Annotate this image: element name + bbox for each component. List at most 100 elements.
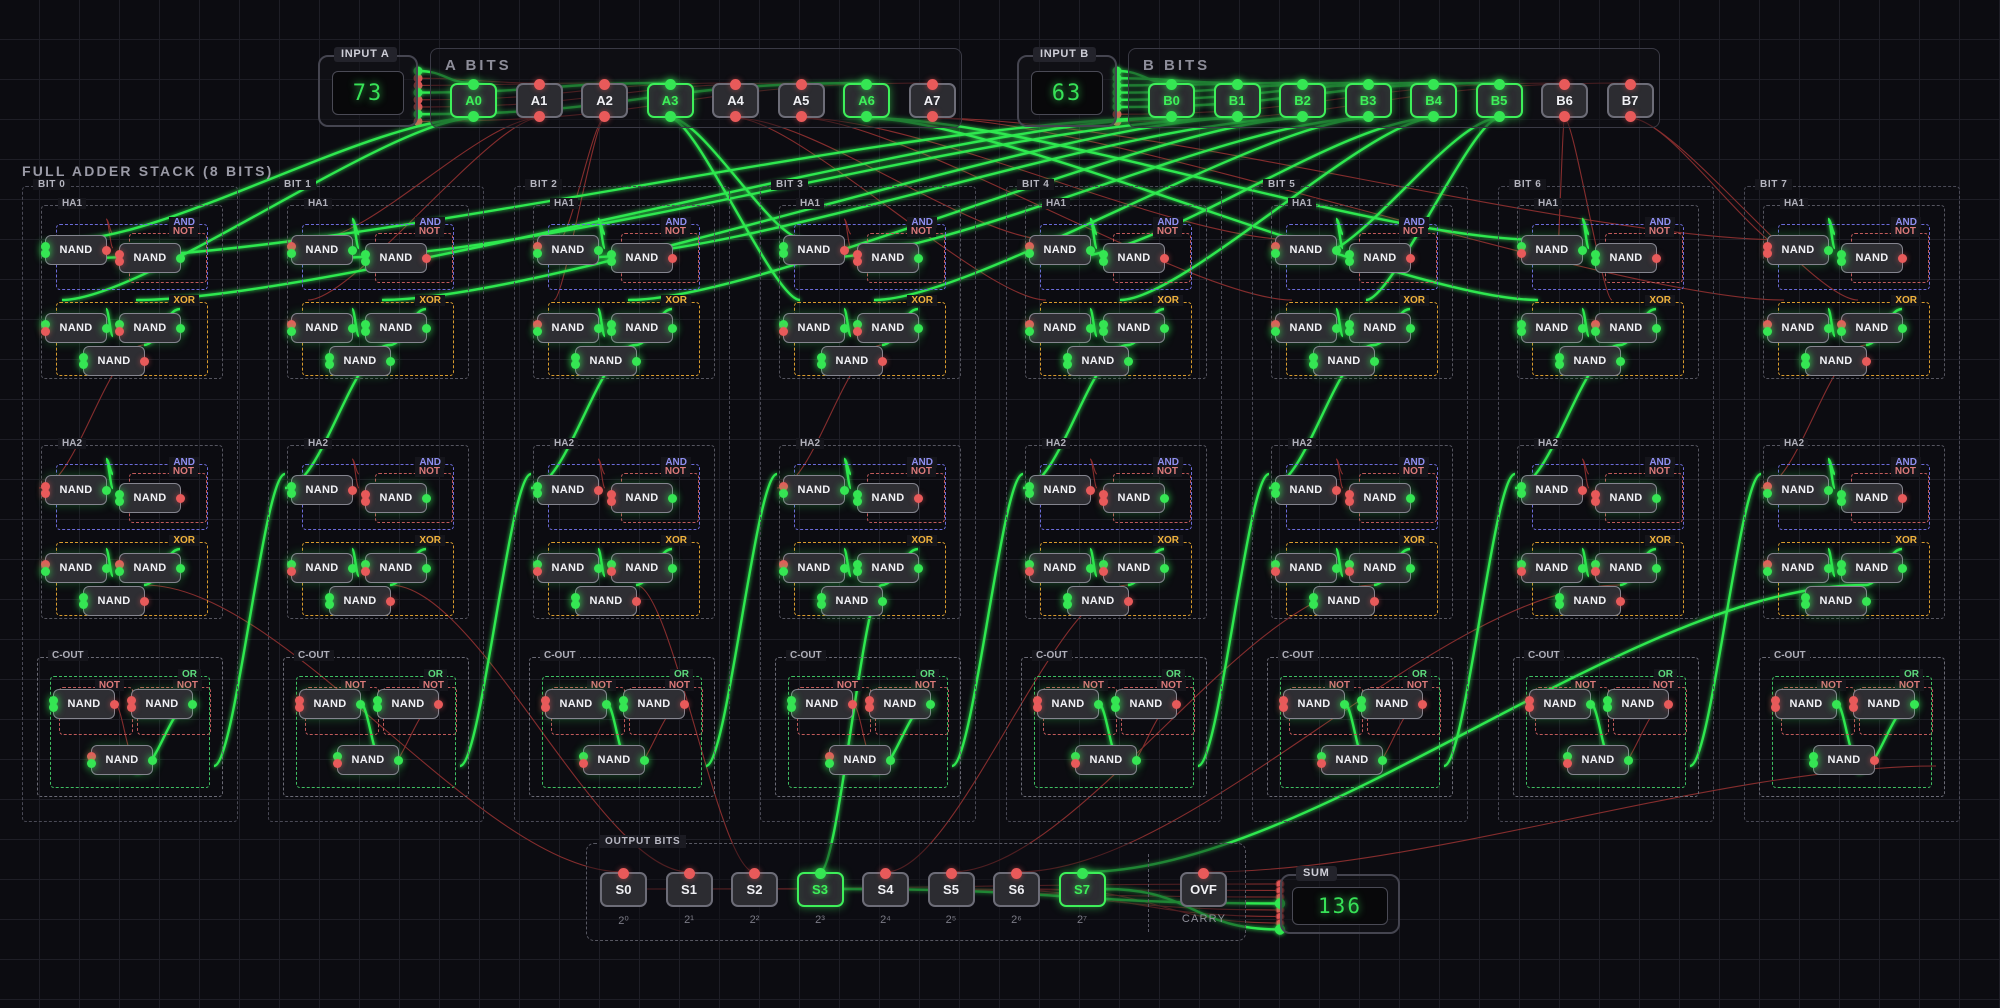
a-bit-toggle-a1[interactable]: A1 [515, 79, 563, 122]
nand-gate-cout-not-b[interactable]: NAND [1111, 689, 1181, 719]
nand-gate-and-not[interactable]: NAND [1099, 243, 1169, 273]
nand-gate-cout-or[interactable]: NAND [579, 745, 649, 775]
nand-gate-and-in[interactable]: NAND [533, 235, 603, 265]
nand-gate-xor-b[interactable]: NAND [853, 553, 923, 583]
nand-gate-xor-a[interactable]: NAND [533, 313, 603, 343]
nand-gate-xor-out[interactable]: NAND [79, 586, 149, 616]
nand-gate-xor-b[interactable]: NAND [1345, 553, 1415, 583]
nand-gate-xor-a[interactable]: NAND [1025, 553, 1095, 583]
nand-gate-xor-b[interactable]: NAND [1099, 553, 1169, 583]
nand-gate-and-in[interactable]: NAND [1763, 475, 1833, 505]
nand-gate-and-in[interactable]: NAND [41, 235, 111, 265]
nand-gate-and-not[interactable]: NAND [115, 483, 185, 513]
nand-gate-xor-b[interactable]: NAND [361, 553, 431, 583]
input-b-panel[interactable]: INPUT B 63 [1017, 47, 1117, 127]
nand-gate-xor-out[interactable]: NAND [571, 586, 641, 616]
nand-gate-and-not[interactable]: NAND [1345, 243, 1415, 273]
nand-gate-xor-out[interactable]: NAND [1801, 346, 1871, 376]
nand-gate-xor-out[interactable]: NAND [1555, 586, 1625, 616]
nand-gate-xor-a[interactable]: NAND [1763, 313, 1833, 343]
b-bit-toggle-b6[interactable]: B6 [1541, 79, 1588, 122]
nand-gate-cout-not-b[interactable]: NAND [373, 689, 443, 719]
nand-gate-xor-b[interactable]: NAND [115, 313, 185, 343]
nand-gate-xor-a[interactable]: NAND [779, 553, 849, 583]
nand-gate-cout-or[interactable]: NAND [825, 745, 895, 775]
nand-gate-cout-not-a[interactable]: NAND [1279, 689, 1349, 719]
nand-gate-and-in[interactable]: NAND [287, 235, 357, 265]
a-bit-toggle-a0[interactable]: A0 [450, 79, 497, 122]
nand-gate-cout-or[interactable]: NAND [1809, 745, 1879, 775]
nand-gate-and-in[interactable]: NAND [1025, 475, 1095, 505]
nand-gate-and-in[interactable]: NAND [533, 475, 603, 505]
nand-gate-and-not[interactable]: NAND [1099, 483, 1169, 513]
nand-gate-xor-b[interactable]: NAND [1837, 313, 1907, 343]
nand-gate-and-not[interactable]: NAND [1591, 243, 1661, 273]
nand-gate-and-not[interactable]: NAND [361, 483, 431, 513]
nand-gate-and-in[interactable]: NAND [1025, 235, 1095, 265]
b-bit-toggle-b5[interactable]: B5 [1475, 79, 1523, 122]
nand-gate-xor-a[interactable]: NAND [1517, 553, 1587, 583]
nand-gate-xor-b[interactable]: NAND [1837, 553, 1907, 583]
nand-gate-cout-not-a[interactable]: NAND [1033, 689, 1103, 719]
nand-gate-xor-b[interactable]: NAND [607, 313, 677, 343]
nand-gate-xor-a[interactable]: NAND [1271, 313, 1341, 343]
b-bit-toggle-b4[interactable]: B4 [1410, 79, 1457, 122]
nand-gate-xor-a[interactable]: NAND [1271, 553, 1341, 583]
a-bit-toggle-a5[interactable]: A5 [777, 79, 825, 122]
nand-gate-and-not[interactable]: NAND [361, 243, 431, 273]
input-b-display[interactable]: 63 [1031, 71, 1103, 115]
nand-gate-cout-not-a[interactable]: NAND [787, 689, 857, 719]
nand-gate-xor-a[interactable]: NAND [1763, 553, 1833, 583]
nand-gate-and-in[interactable]: NAND [1271, 235, 1341, 265]
nand-gate-xor-a[interactable]: NAND [287, 553, 357, 583]
overflow-bit[interactable]: OVF [1180, 868, 1227, 907]
nand-gate-xor-out[interactable]: NAND [571, 346, 641, 376]
nand-gate-cout-not-a[interactable]: NAND [1771, 689, 1841, 719]
a-bit-toggle-a4[interactable]: A4 [712, 79, 759, 122]
nand-gate-cout-not-a[interactable]: NAND [295, 689, 365, 719]
nand-gate-xor-out[interactable]: NAND [325, 346, 395, 376]
nand-gate-xor-out[interactable]: NAND [1063, 586, 1133, 616]
nand-gate-cout-not-b[interactable]: NAND [1849, 689, 1919, 719]
nand-gate-cout-or[interactable]: NAND [333, 745, 403, 775]
nand-gate-and-in[interactable]: NAND [1517, 475, 1587, 505]
input-a-panel[interactable]: INPUT A 73 [318, 47, 418, 127]
nand-gate-and-in[interactable]: NAND [779, 235, 849, 265]
nand-gate-cout-or[interactable]: NAND [87, 745, 157, 775]
nand-gate-xor-b[interactable]: NAND [853, 313, 923, 343]
nand-gate-and-in[interactable]: NAND [287, 475, 357, 505]
nand-gate-xor-a[interactable]: NAND [41, 313, 111, 343]
b-bit-toggle-b0[interactable]: B0 [1148, 79, 1195, 122]
a-bit-toggle-a2[interactable]: A2 [581, 79, 628, 122]
nand-gate-xor-b[interactable]: NAND [1591, 313, 1661, 343]
nand-gate-xor-b[interactable]: NAND [115, 553, 185, 583]
b-bit-toggle-b7[interactable]: B7 [1606, 79, 1654, 122]
nand-gate-xor-a[interactable]: NAND [287, 313, 357, 343]
nand-gate-xor-out[interactable]: NAND [817, 346, 887, 376]
a-bit-toggle-a6[interactable]: A6 [843, 79, 890, 122]
output-bit-s3[interactable]: S3 [796, 868, 844, 907]
nand-gate-cout-or[interactable]: NAND [1563, 745, 1633, 775]
nand-gate-cout-not-a[interactable]: NAND [49, 689, 119, 719]
nand-gate-xor-b[interactable]: NAND [607, 553, 677, 583]
nand-gate-xor-b[interactable]: NAND [1099, 313, 1169, 343]
nand-gate-and-not[interactable]: NAND [1837, 483, 1907, 513]
nand-gate-xor-b[interactable]: NAND [1345, 313, 1415, 343]
input-a-display[interactable]: 73 [332, 71, 404, 115]
nand-gate-xor-a[interactable]: NAND [1025, 313, 1095, 343]
nand-gate-and-not[interactable]: NAND [115, 243, 185, 273]
a-bit-toggle-a7[interactable]: A7 [908, 79, 956, 122]
nand-gate-xor-out[interactable]: NAND [1555, 346, 1625, 376]
nand-gate-cout-not-b[interactable]: NAND [619, 689, 689, 719]
b-bit-toggle-b1[interactable]: B1 [1213, 79, 1261, 122]
nand-gate-and-not[interactable]: NAND [1591, 483, 1661, 513]
nand-gate-and-not[interactable]: NAND [607, 483, 677, 513]
nand-gate-xor-out[interactable]: NAND [79, 346, 149, 376]
nand-gate-xor-a[interactable]: NAND [779, 313, 849, 343]
a-bit-toggle-a3[interactable]: A3 [646, 79, 694, 122]
nand-gate-xor-out[interactable]: NAND [1063, 346, 1133, 376]
b-bit-toggle-b3[interactable]: B3 [1344, 79, 1392, 122]
nand-gate-cout-or[interactable]: NAND [1317, 745, 1387, 775]
nand-gate-xor-out[interactable]: NAND [325, 586, 395, 616]
